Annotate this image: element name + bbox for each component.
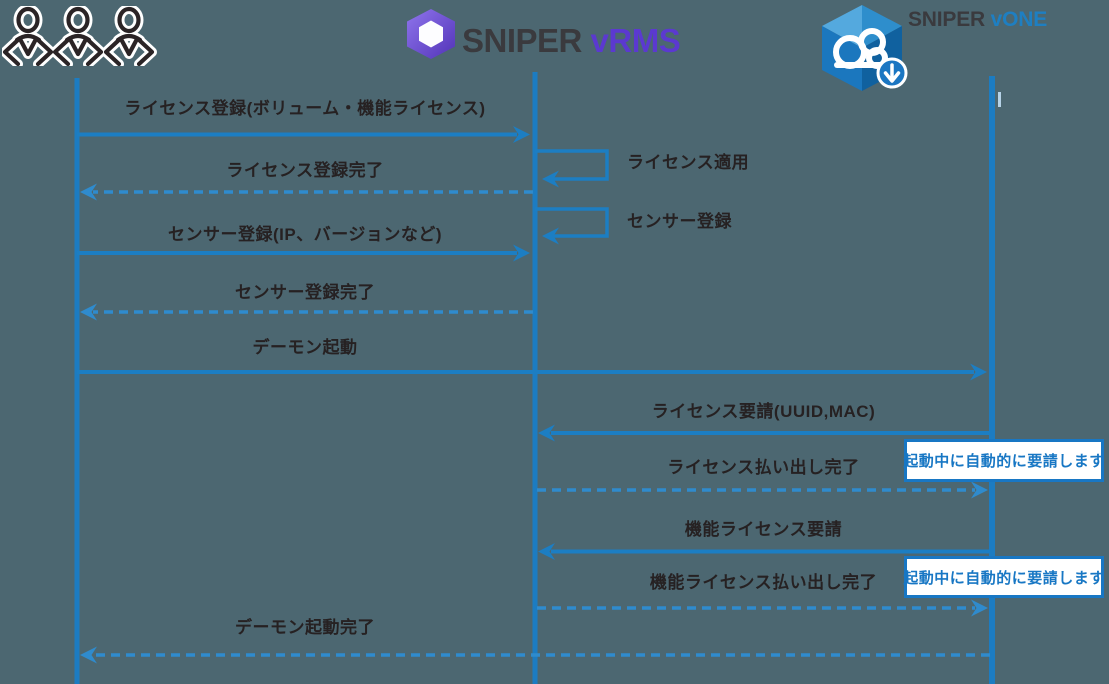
- vone-product-label: vONE: [990, 8, 1048, 31]
- self-loop-license-apply: [535, 149, 609, 188]
- arrow-license-request: [538, 424, 990, 442]
- label-sensor-register-done: センサー登録完了: [235, 283, 375, 302]
- label-sensor-register-self: センサー登録: [627, 212, 732, 231]
- vrms-brand-label: SNIPER: [462, 22, 582, 59]
- arrow-sensor-register-done: [80, 303, 533, 321]
- vone-title: SNIPER vONE: [908, 8, 1047, 32]
- arrow-daemon-start: [77, 363, 987, 381]
- cloud-icon: [833, 28, 888, 69]
- label-license-register: ライセンス登録(ボリューム・機能ライセンス): [124, 99, 486, 118]
- label-feature-license-issue-done: 機能ライセンス払い出し完了: [649, 573, 878, 592]
- self-loop-sensor-register: [535, 207, 609, 245]
- note-auto-request-1: 起動中に自動的に要請します: [903, 439, 1105, 482]
- arrow-license-issue-done: [537, 481, 988, 499]
- download-arrow-icon: [876, 57, 908, 89]
- lifeline-vrms: [532, 72, 538, 684]
- vone-brand-label: SNIPER: [908, 8, 985, 31]
- vone-logo-cube-icon: [822, 5, 908, 91]
- note-auto-request-1-text: 起動中に自動的に要請します: [903, 453, 1105, 470]
- people-icon-strokes: [2, 6, 155, 66]
- vrms-logo-hexagon-icon: [407, 9, 455, 59]
- arrow-feature-license-issue-done: [537, 599, 988, 617]
- label-license-request: ライセンス要請(UUID,MAC): [651, 402, 876, 421]
- people-icon: [2, 6, 157, 66]
- note-auto-request-2: 起動中に自動的に要請します: [903, 556, 1105, 598]
- label-daemon-start: デーモン起動: [252, 338, 358, 357]
- arrow-daemon-start-done: [80, 646, 990, 664]
- lifeline-users: [74, 78, 80, 684]
- arrow-feature-license-request: [538, 543, 990, 560]
- label-daemon-start-done: デーモン起動完了: [235, 618, 375, 637]
- label-license-register-done: ライセンス登録完了: [226, 161, 384, 180]
- label-feature-license-request: 機能ライセンス要請: [684, 520, 843, 539]
- arrow-license-register: [77, 126, 530, 143]
- vrms-product-label: vRMS: [590, 22, 681, 59]
- label-license-issue-done: ライセンス払い出し完了: [667, 458, 860, 477]
- lifeline-vone: [989, 76, 995, 684]
- text-cursor-artifact: [998, 92, 1001, 107]
- arrow-sensor-register: [77, 244, 530, 262]
- note-auto-request-2-text: 起動中に自動的に要請します: [903, 569, 1105, 587]
- label-sensor-register: センサー登録(IP、バージョンなど): [167, 225, 443, 244]
- vrms-title: SNIPER vRMS: [462, 22, 681, 60]
- arrow-license-register-done: [80, 183, 533, 201]
- label-license-apply: ライセンス適用: [627, 153, 750, 172]
